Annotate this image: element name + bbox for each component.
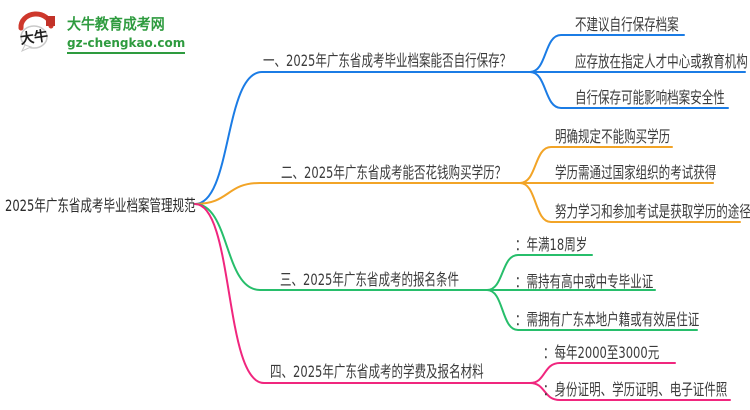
- branch4-node: 四、2025年广东省成考的学费及报名材料: [270, 362, 567, 381]
- branch3-child3-curve: [486, 289, 698, 331]
- branch3-child3-label: ：需拥有广东本地户籍或有效居住证: [515, 310, 700, 329]
- branch4-child1-curve: [529, 362, 676, 384]
- branch3-node: 三、2025年广东省成考的报名条件: [280, 270, 529, 289]
- branch1-child2-label: 应存放在指定人才中心或教育机构: [575, 52, 748, 71]
- branch2-child2-node: 学历需通过国家组织的考试获得: [555, 163, 750, 182]
- branch1-main-curve: [194, 71, 531, 205]
- branch1-node: 一、2025年广东省成考毕业档案能否自行保存？: [263, 51, 608, 70]
- branch4-child1-label: ：每年2000至3000元: [543, 343, 660, 362]
- branch4-child2-curve: [529, 382, 731, 401]
- branch4-child2-node: ：身份证明、学历证明、电子证件照: [543, 380, 750, 399]
- branch2-wires: [194, 146, 741, 223]
- branch1-child2-node: 应存放在指定人才中心或教育机构: [575, 52, 750, 71]
- branch3-main-curve: [194, 203, 488, 291]
- logo-site-name: 大牛教育成考网: [67, 15, 165, 33]
- branch4-label: 四、2025年广东省成考的学费及报名材料: [270, 362, 484, 381]
- branch4-main-curve: [194, 203, 531, 384]
- branch1-child1-label: 不建议自行保存档案: [575, 15, 679, 34]
- branch1-child1-curve: [529, 34, 685, 73]
- branch1-child3-curve: [529, 71, 729, 109]
- site-logo: 大牛 大牛教育成考网 gz-chengkao.com: [14, 10, 186, 54]
- branch2-main-curve: [194, 182, 521, 205]
- branch4-child2-label: ：身份证明、学历证明、电子证件照: [543, 380, 728, 399]
- branch4-wires: [194, 203, 731, 401]
- branch2-child1-label: 明确规定不能购买学历: [555, 127, 671, 146]
- branch2-node: 二、2025年广东省成考能否花钱购买学历？: [281, 163, 594, 182]
- branch3-label: 三、2025年广东省成考的报名条件: [280, 270, 460, 289]
- branch2-child1-curve: [519, 146, 673, 184]
- branch2-child3-curve: [519, 182, 741, 223]
- branch3-wires: [194, 203, 698, 331]
- branch1-label: 一、2025年广东省成考毕业档案能否自行保存？: [263, 51, 512, 70]
- branch2-child1-node: 明确规定不能购买学历: [555, 127, 715, 146]
- branch3-child1-curve: [486, 254, 593, 291]
- branch1-child3-label: 自行保存可能影响档案安全性: [575, 88, 725, 107]
- branch1-child1-node: 不建议自行保存档案: [575, 15, 719, 34]
- daniu-seal-icon: 大牛: [18, 11, 55, 52]
- branch3-child2-label: ：需持有高中或中专毕业证: [515, 272, 654, 291]
- branch2-child2-label: 学历需通过国家组织的考试获得: [555, 163, 717, 182]
- branch3-child1-label: ：年满18周岁: [515, 235, 588, 254]
- branch3-child1-node: ：年满18周岁: [515, 235, 615, 254]
- branch1-child3-node: 自行保存可能影响档案安全性: [575, 88, 750, 107]
- logo-domain: gz-chengkao.com: [67, 36, 186, 54]
- svg-text:大牛: 大牛: [19, 27, 49, 48]
- root-node-label: 2025年广东省成考毕业档案管理规范: [5, 196, 196, 215]
- branch1-wires: [194, 34, 746, 205]
- branch2-label: 二、2025年广东省成考能否花钱购买学历？: [281, 163, 507, 182]
- branch2-child3-label: 努力学习和参加考试是获取学历的途径: [555, 202, 750, 221]
- branch4-child1-node: ：每年2000至3000元: [543, 343, 704, 362]
- branch3-child2-node: ：需持有高中或中专毕业证: [515, 272, 707, 291]
- branch2-child3-node: 努力学习和参加考试是获取学历的途径: [555, 202, 750, 221]
- branch3-child3-node: ：需拥有广东本地户籍或有效居住证: [515, 310, 750, 329]
- root-node: 2025年广东省成考毕业档案管理规范: [5, 196, 270, 215]
